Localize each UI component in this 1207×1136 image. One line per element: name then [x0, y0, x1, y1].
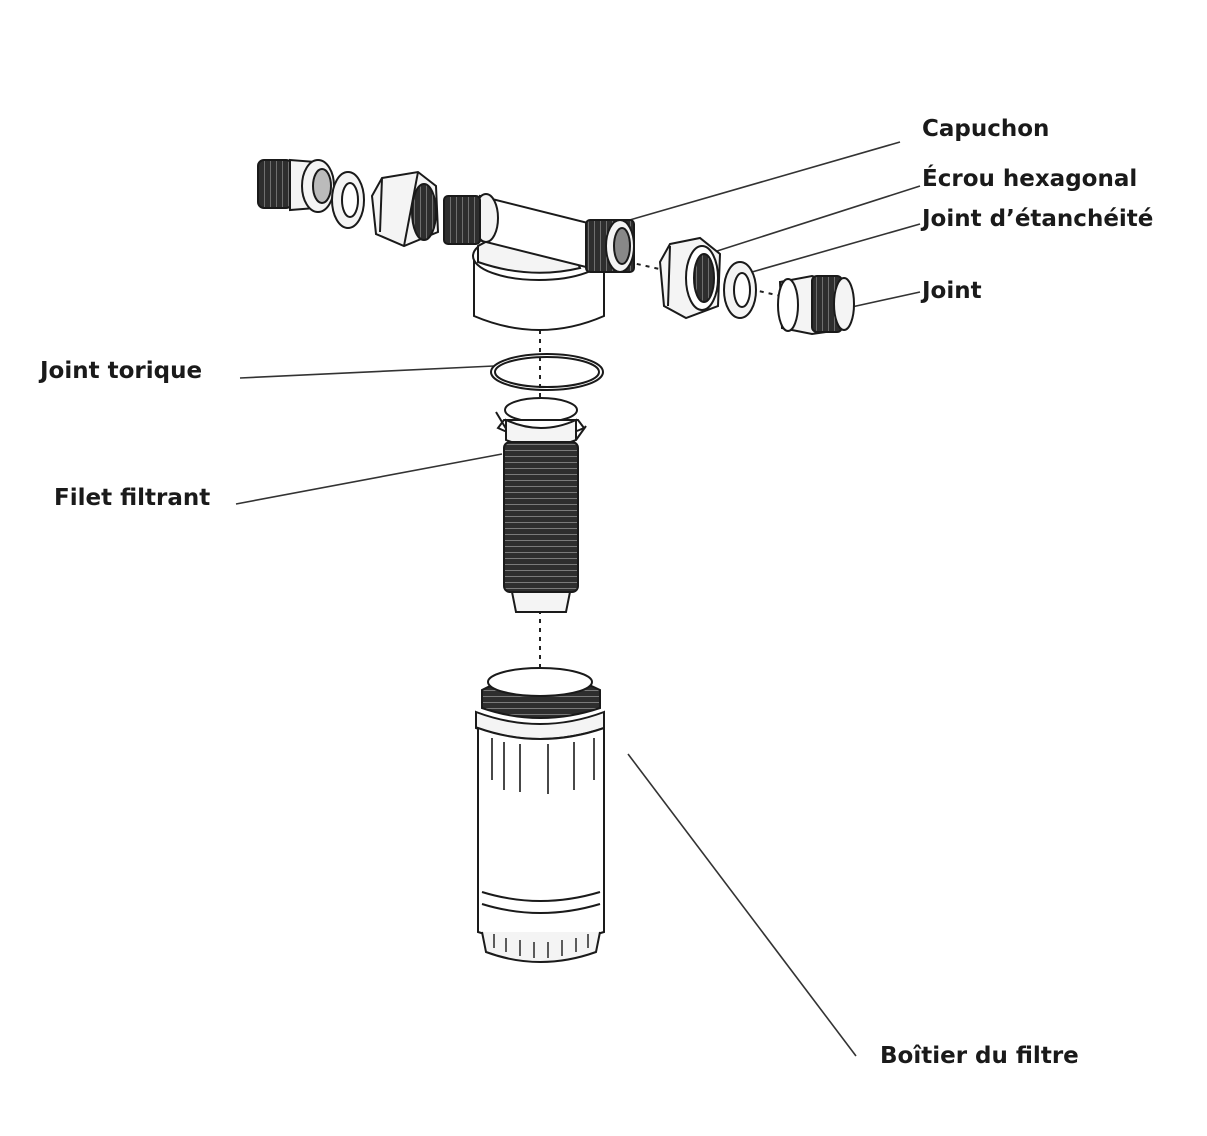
left-seal-washer [331, 171, 365, 229]
leader-joint-etancheite [751, 223, 921, 273]
left-hex-nut [370, 170, 440, 248]
label-filet-filtrant: Filet filtrant [54, 485, 211, 511]
label-capuchon: Capuchon [922, 116, 1050, 142]
leader-capuchon [587, 141, 901, 233]
leader-filet-filtrant [235, 453, 503, 505]
label-ecrou-hexagonal: Écrou hexagonal [922, 166, 1138, 192]
leader-joint-torique [239, 365, 495, 379]
label-joint-etancheite: Joint d’étanchéité [922, 206, 1154, 232]
right-seal-washer [723, 261, 757, 319]
label-boitier-filtre: Boîtier du filtre [880, 1043, 1079, 1069]
filter-head [443, 193, 635, 331]
right-hex-nut [658, 236, 722, 320]
filter-mesh [495, 397, 587, 613]
leader-ecrou [713, 185, 921, 253]
left-fitting-connector [257, 158, 335, 213]
label-joint-torique: Joint torique [40, 358, 203, 384]
o-ring [490, 353, 604, 391]
leader-lines [235, 141, 921, 1057]
filter-housing [475, 667, 605, 963]
leader-boitier [627, 753, 857, 1057]
right-fitting-connector [777, 274, 855, 336]
label-joint: Joint [922, 278, 982, 304]
